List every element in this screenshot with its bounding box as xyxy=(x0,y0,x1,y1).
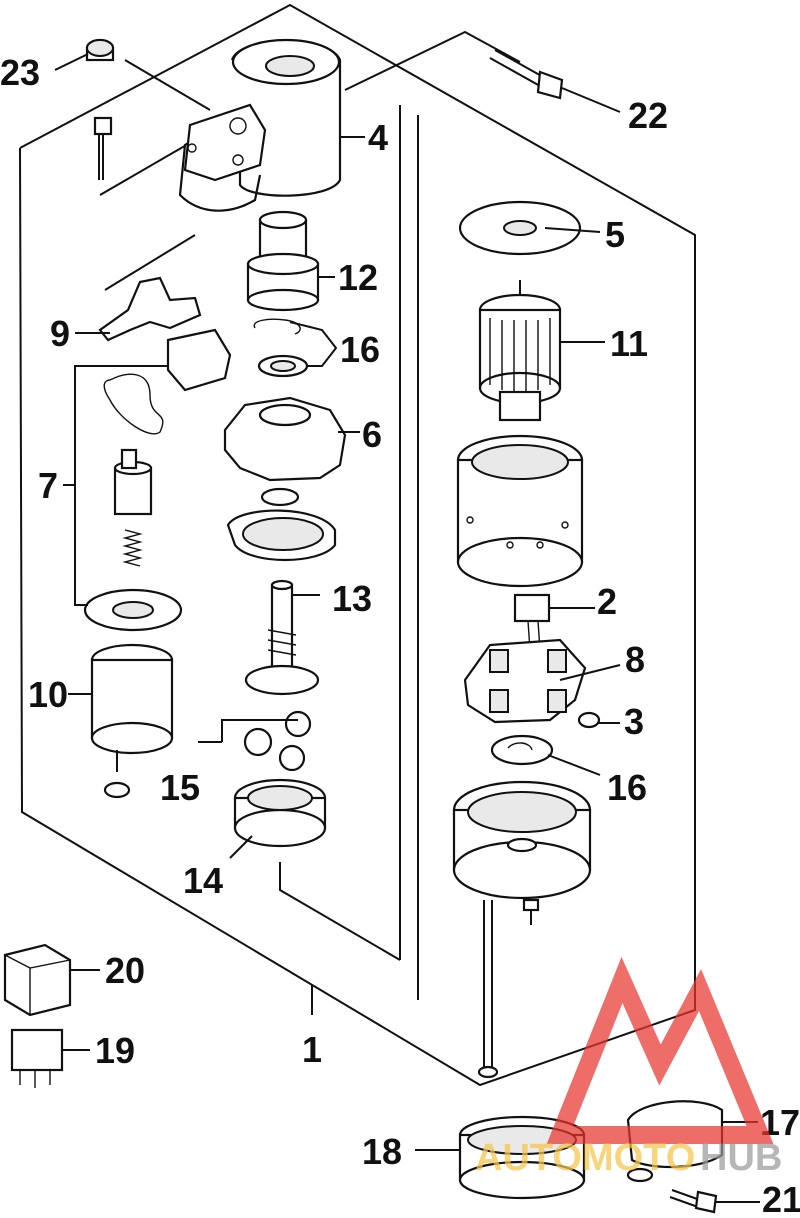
assembly-box-outline xyxy=(19,3,696,1087)
part-end-cover xyxy=(452,780,592,900)
bolt-small-top xyxy=(93,116,113,180)
callout-5: 5 xyxy=(605,214,625,255)
part-planetary-gears xyxy=(243,710,312,772)
callout-11: 11 xyxy=(610,323,648,364)
part-relay-small xyxy=(10,1028,64,1088)
part-washer-lower xyxy=(490,734,554,766)
callout-3: 3 xyxy=(624,701,644,742)
callout-16-lower: 16 xyxy=(607,767,647,808)
part-gasket xyxy=(226,509,337,561)
callout-18: 18 xyxy=(362,1131,402,1172)
callout-6: 6 xyxy=(362,414,382,455)
part-through-bolt xyxy=(477,900,499,1079)
part-output-shaft xyxy=(244,579,320,696)
part-seal-plate xyxy=(458,200,582,256)
automotohub-watermark: AUTOMOTO HUB xyxy=(475,956,782,1179)
callout-15: 15 xyxy=(160,767,200,808)
callout-13: 13 xyxy=(332,578,372,619)
part-bolt-top xyxy=(489,49,564,100)
part-solenoid xyxy=(90,643,174,799)
callout-14: 14 xyxy=(183,860,223,901)
callout-12: 12 xyxy=(338,257,378,298)
part-relay-large xyxy=(3,943,72,1017)
part-bolt-bottom xyxy=(669,1189,718,1214)
part-brush-holder xyxy=(463,638,587,724)
part-mounting-band xyxy=(458,1115,586,1200)
callout-23: 23 xyxy=(0,52,40,93)
watermark-text-automoto: AUTOMOTO xyxy=(475,1137,695,1179)
part-ring-gear xyxy=(233,778,327,848)
callout-10: 10 xyxy=(28,674,68,715)
callout-22: 22 xyxy=(628,95,668,136)
callout-labels: 1 2 3 4 5 6 7 8 9 10 11 12 13 14 15 16 1… xyxy=(0,52,800,1218)
callout-19: 19 xyxy=(95,1030,135,1071)
part-housing xyxy=(178,38,342,212)
part-plunger-group xyxy=(83,328,232,632)
callout-1: 1 xyxy=(302,1029,322,1070)
part-nut xyxy=(577,711,601,729)
callout-20: 20 xyxy=(105,950,145,991)
part-cover-screw xyxy=(522,898,540,925)
watermark-triangle xyxy=(546,956,774,1144)
part-cap xyxy=(85,38,115,62)
part-pinion-gear xyxy=(246,210,320,312)
part-armature xyxy=(478,280,562,422)
part-drive-end-frame xyxy=(223,396,347,507)
part-clip-washer-upper xyxy=(253,318,309,378)
callout-21: 21 xyxy=(762,1179,800,1218)
callout-8: 8 xyxy=(625,639,645,680)
callout-7: 7 xyxy=(38,465,58,506)
part-shift-lever xyxy=(98,276,202,342)
callout-9: 9 xyxy=(50,313,70,354)
callout-2: 2 xyxy=(597,581,617,622)
callout-4: 4 xyxy=(368,117,388,158)
leader-lines xyxy=(54,53,760,1203)
callout-16-upper: 16 xyxy=(340,329,380,370)
part-yoke xyxy=(456,434,584,588)
watermark-text-hub: HUB xyxy=(700,1137,782,1179)
